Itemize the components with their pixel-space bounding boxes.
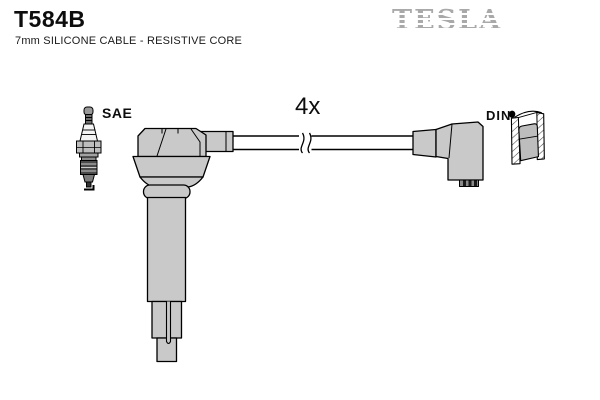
product-subtitle: 7mm SILICONE CABLE - RESISTIVE CORE — [15, 35, 243, 47]
sae-label: SAE — [102, 105, 133, 121]
cable-break-icon — [300, 132, 312, 154]
spark-plug-illustration — [76, 106, 102, 191]
elbow-connector-illustration — [412, 121, 484, 187]
din-label: DIN — [486, 108, 512, 123]
plug-boot-illustration — [132, 127, 234, 363]
quantity-label: 4x — [295, 93, 321, 120]
din-socket-cross-section — [508, 110, 545, 165]
part-number: T584B — [14, 6, 86, 32]
cable-illustration — [233, 135, 413, 151]
